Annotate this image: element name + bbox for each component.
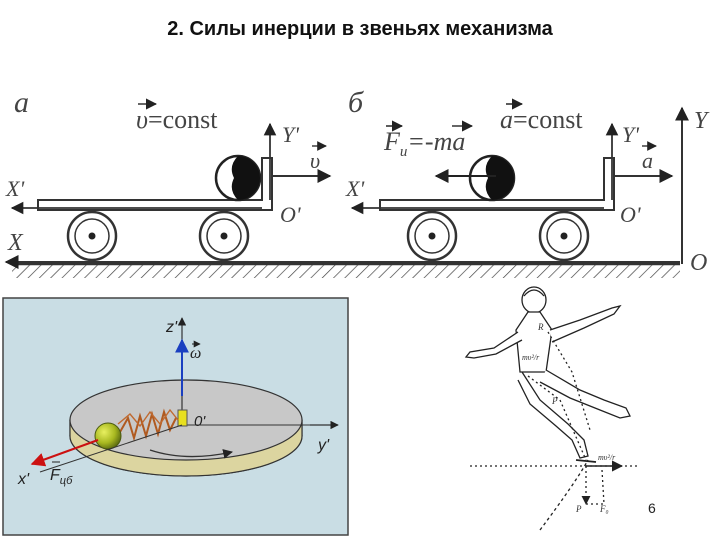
skater-label-inertia-lower: mυ²/r xyxy=(598,453,616,462)
disk-origin-label: 0' xyxy=(194,413,206,430)
accel-symbol: a xyxy=(500,105,513,134)
cart-a-origin-label: O' xyxy=(280,202,301,227)
svg-text:a=const: a=const xyxy=(500,105,583,134)
svg-text:υ=const: υ=const xyxy=(136,105,218,134)
centrifugal-force-arrow xyxy=(30,439,99,467)
ground-hatching xyxy=(12,264,680,278)
skater-head xyxy=(521,286,547,314)
cart-b-accel-label: a xyxy=(642,148,653,173)
svg-text:Fцб: Fцб xyxy=(50,467,73,487)
omega-label: ω xyxy=(190,345,201,362)
cart-b-ball xyxy=(468,154,516,202)
force-expression: =-ma xyxy=(407,127,465,156)
cart-a-wheel-1 xyxy=(66,210,118,262)
cart-a-velocity-label: υ xyxy=(310,148,320,173)
skater-label-inertia-upper: mυ²/r xyxy=(522,353,540,362)
accel-const: =const xyxy=(513,105,583,134)
skater-label-r: R xyxy=(537,322,544,332)
cart-b-platform xyxy=(379,157,615,211)
page-title: 2. Силы инерции в звеньях механизма xyxy=(167,18,553,40)
skater-label-p-upper: P xyxy=(551,396,558,406)
disk-x-axis xyxy=(39,424,183,473)
cart-a-ball xyxy=(214,154,262,202)
force-symbol: F xyxy=(383,127,401,156)
skater-left-arm xyxy=(464,331,523,359)
cart-b-label: б xyxy=(348,86,364,119)
skate-blade xyxy=(575,459,597,463)
spring xyxy=(119,408,177,442)
cart-b-wheel-1 xyxy=(406,210,458,262)
cart-a: а υ=const xyxy=(5,86,332,262)
cart-b-wheel-2 xyxy=(538,210,590,262)
trajectory-arc xyxy=(539,459,589,531)
disk-z-label: z' xyxy=(165,319,178,336)
centrifugal-force-symbol: F xyxy=(50,467,61,484)
page-number: 6 xyxy=(648,500,656,516)
svg-text:Fи=-ma: Fи=-ma xyxy=(383,127,465,160)
skater-torso xyxy=(515,311,553,373)
cart-a-y-prime-label: Y' xyxy=(282,122,299,147)
skater-right-arm xyxy=(549,304,622,343)
skater-label-f0: F₀ xyxy=(599,504,609,514)
global-origin-label: O xyxy=(690,250,707,276)
skater-labels: R mυ²/r mυ²/r P P F₀ xyxy=(522,322,616,514)
ball xyxy=(94,422,122,450)
cart-b-origin-label: O' xyxy=(620,202,641,227)
global-x-label: X xyxy=(7,230,24,256)
disk-y-label: y' xyxy=(317,437,330,454)
centrifugal-force-subscript: цб xyxy=(60,475,73,487)
cart-a-platform xyxy=(37,157,273,211)
global-y-label: Y xyxy=(694,108,710,134)
velocity-symbol: υ xyxy=(136,105,148,134)
velocity-const: =const xyxy=(148,105,218,134)
axle xyxy=(177,409,188,427)
disk-x-label: x' xyxy=(17,471,30,488)
skater-label-p-lower: P xyxy=(575,504,582,514)
force-subscript: и xyxy=(400,144,408,160)
force-line-r xyxy=(547,331,591,431)
rotating-disk-diagram: y' z' ω 0' x' Fцб xyxy=(2,297,349,536)
rotation-direction-arrow xyxy=(149,449,233,459)
cart-a-x-prime-label: X' xyxy=(5,176,24,201)
skater-diagram xyxy=(464,286,640,531)
skater-back-leg xyxy=(539,369,631,419)
cart-a-wheel-2 xyxy=(198,210,250,262)
cart-diagram: X Y O а υ=const xyxy=(4,86,710,278)
cart-b-y-prime-label: Y' xyxy=(622,122,639,147)
cart-a-label: а xyxy=(14,86,29,119)
cart-b-x-prime-label: X' xyxy=(345,176,364,201)
cart-b: б a=const Fи=-ma xyxy=(345,86,674,262)
